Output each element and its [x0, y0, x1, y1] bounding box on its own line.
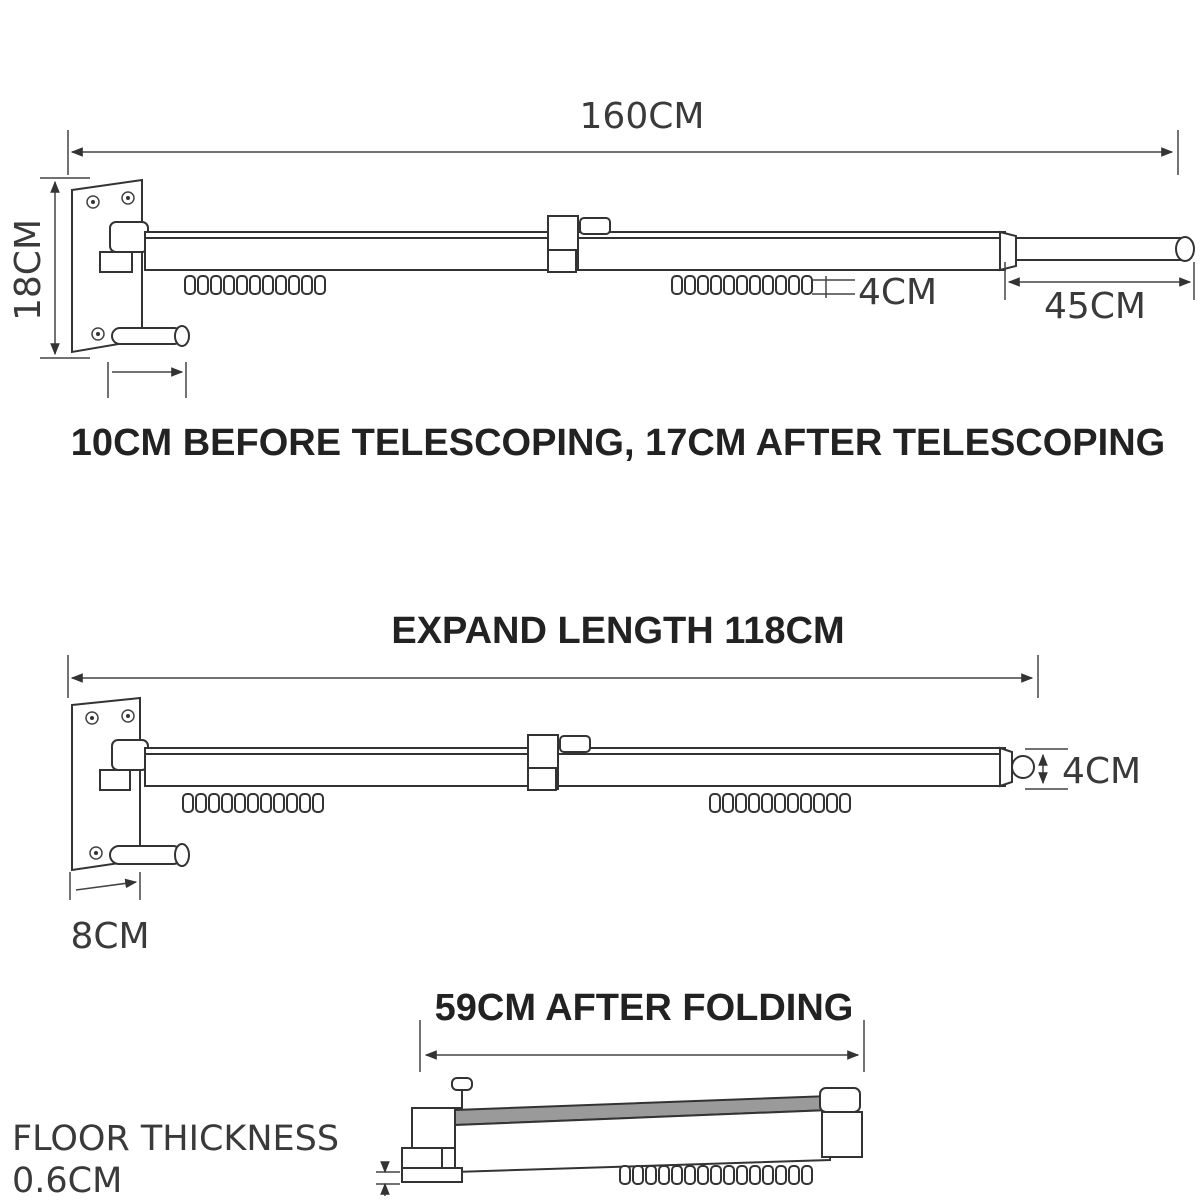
hook-peg: [223, 275, 235, 295]
hook-peg: [208, 793, 220, 813]
total-length-label: 160CM: [580, 96, 705, 137]
hook-peg: [839, 793, 851, 813]
hook-peg: [749, 275, 761, 295]
hook-peg: [182, 793, 194, 813]
hook-peg: [684, 275, 696, 295]
hook-peg: [749, 1165, 761, 1185]
hook-peg: [247, 793, 259, 813]
hook-peg: [236, 275, 248, 295]
hook-pegs-2-left: [182, 793, 324, 813]
hook-peg: [249, 275, 261, 295]
hook-peg: [210, 275, 222, 295]
hook-peg: [801, 275, 813, 295]
hook-peg: [748, 793, 760, 813]
diagram-folded: 59CM AFTER FOLDING FLOOR THICKNESS 0.6CM: [12, 987, 865, 1200]
height-dimension: 18CM: [8, 177, 90, 359]
hook-peg: [801, 1165, 813, 1185]
total-length-dimension: 160CM: [67, 96, 1179, 175]
hook-peg: [671, 1165, 683, 1185]
hook-peg: [314, 275, 326, 295]
hook-pegs-right: [671, 275, 813, 295]
hook-peg: [234, 793, 246, 813]
support-bar-2: 8CM: [69, 786, 190, 957]
hook-peg: [184, 275, 196, 295]
hook-peg: [632, 1165, 644, 1185]
folded-length-dimension: [419, 1020, 865, 1072]
hook-peg: [723, 1165, 735, 1185]
folded-rack: [401, 1077, 863, 1185]
floor-thickness-dimension: [376, 1161, 400, 1196]
hook-peg: [671, 275, 683, 295]
hook-peg: [697, 1165, 709, 1185]
hook-peg: [275, 275, 287, 295]
support-bar: [107, 270, 190, 398]
hook-peg: [736, 275, 748, 295]
hook-pegs-left: [184, 275, 326, 295]
extension-dimension: 45CM: [1004, 262, 1195, 327]
telescoping-caption: 10CM BEFORE TELESCOPING, 17CM AFTER TELE…: [71, 422, 1165, 464]
hook-peg: [774, 793, 786, 813]
hook-peg: [301, 275, 313, 295]
hook-peg: [221, 793, 233, 813]
hook-length-label: 8CM: [70, 916, 149, 957]
hook-peg: [788, 1165, 800, 1185]
hook-peg: [800, 793, 812, 813]
hook-peg: [619, 1165, 631, 1185]
height-label: 18CM: [8, 219, 49, 321]
hook-peg: [197, 275, 209, 295]
hook-peg: [775, 1165, 787, 1185]
hook-peg: [710, 275, 722, 295]
hook-peg: [658, 1165, 670, 1185]
expand-length-dimension: [67, 655, 1039, 698]
floor-thickness-label: FLOOR THICKNESS: [12, 1119, 339, 1159]
expand-length-title: EXPAND LENGTH 118CM: [391, 610, 844, 652]
hook-peg: [312, 793, 324, 813]
diagram-extended: 160CM 18CM: [8, 96, 1195, 464]
folded-length-title: 59CM AFTER FOLDING: [435, 987, 854, 1029]
hook-pegs-2-right: [709, 793, 851, 813]
hook-peg: [787, 793, 799, 813]
extension-rod: [1015, 236, 1195, 262]
hook-peg: [788, 275, 800, 295]
hook-peg: [299, 793, 311, 813]
hook-peg: [697, 275, 709, 295]
hook-peg: [286, 793, 298, 813]
hook-peg: [762, 1165, 774, 1185]
hook-peg: [288, 275, 300, 295]
hook-peg: [722, 793, 734, 813]
hook-peg: [775, 275, 787, 295]
hook-peg: [736, 1165, 748, 1185]
extension-label: 45CM: [1044, 286, 1146, 327]
hook-peg: [709, 793, 721, 813]
floor-thickness-value: 0.6CM: [12, 1161, 122, 1200]
hook-peg: [262, 275, 274, 295]
hook-peg: [273, 793, 285, 813]
hook-peg: [735, 793, 747, 813]
hook-peg: [710, 1165, 722, 1185]
hook-peg: [826, 793, 838, 813]
hook-peg: [813, 793, 825, 813]
rod-diameter-label: 4CM: [858, 272, 937, 313]
rod-diameter-dimension-2: 4CM: [1025, 748, 1141, 792]
hook-peg: [645, 1165, 657, 1185]
hook-peg: [260, 793, 272, 813]
hook-peg: [761, 793, 773, 813]
hook-peg: [723, 275, 735, 295]
hook-peg: [762, 275, 774, 295]
rod-diameter-label-2: 4CM: [1062, 751, 1141, 792]
hook-peg: [684, 1165, 696, 1185]
rod-diameter-dimension: 4CM: [812, 272, 937, 313]
hook-peg: [195, 793, 207, 813]
diagram-expanded: EXPAND LENGTH 118CM: [67, 610, 1141, 957]
main-arm: [99, 215, 1017, 273]
main-arm-2: [99, 734, 1035, 791]
